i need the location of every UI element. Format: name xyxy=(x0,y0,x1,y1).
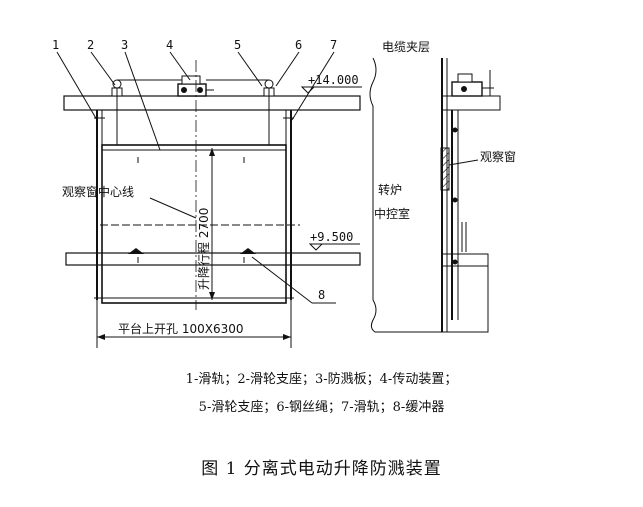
lower-platform-slab xyxy=(65,252,361,266)
opening-dimension xyxy=(96,300,292,348)
cable-layer-label: 电缆夹层 xyxy=(382,40,430,54)
part-number-8: 8 xyxy=(318,288,325,302)
lift-stroke-dimension xyxy=(209,148,215,300)
part-number-4: 4 xyxy=(166,38,173,52)
upper-platform-side xyxy=(442,95,501,111)
opening-label: 平台上开孔 100X6300 xyxy=(118,321,243,336)
legend-line-1: 1-滑轨；2-滑轮支座；3-防溅板；4-传动装置； xyxy=(185,372,458,387)
side-view: 电缆夹层 观察窗 转炉 中控室 xyxy=(369,40,516,333)
pulley-bearing-right xyxy=(263,79,275,145)
part-number-1: 1 xyxy=(52,38,59,52)
front-view: 1 2 3 4 5 6 7 8 +14.000 +9.500 观察窗中心线 升降… xyxy=(52,38,362,348)
lower-platform-side xyxy=(442,253,489,267)
part-number-3: 3 xyxy=(121,38,128,52)
control-room-wall xyxy=(369,57,443,333)
control-room-label-line1: 转炉 xyxy=(378,182,402,197)
left-slide-rail xyxy=(94,110,105,300)
part-number-6: 6 xyxy=(295,38,302,52)
legend-line-2: 5-滑轮支座；6-钢丝绳；7-滑轨；8-缓冲器 xyxy=(198,400,445,415)
part-number-5: 5 xyxy=(234,38,241,52)
window-centerline-label: 观察窗中心线 xyxy=(62,184,134,199)
elevation-upper-label: +14.000 xyxy=(308,73,359,87)
buffer xyxy=(128,248,256,254)
control-room-label-line2: 中控室 xyxy=(374,206,410,221)
pulley-bearing-left xyxy=(111,79,123,145)
drive-device-side xyxy=(451,70,494,97)
elevation-lower-label: +9.500 xyxy=(310,230,353,244)
right-slide-rail xyxy=(283,110,294,300)
part-leaders xyxy=(56,51,336,304)
upper-platform-slab xyxy=(63,95,361,111)
part-number-7: 7 xyxy=(330,38,337,52)
lift-stroke-label: 升降行程 2700 xyxy=(196,208,211,290)
observation-window xyxy=(440,147,450,191)
part-number-2: 2 xyxy=(87,38,94,52)
observation-window-label: 观察窗 xyxy=(480,150,516,164)
elevation-marker-lower xyxy=(308,243,360,251)
splash-guard-plate xyxy=(101,144,287,304)
figure-caption: 图 1 分离式电动升降防溅装置 xyxy=(201,459,442,479)
